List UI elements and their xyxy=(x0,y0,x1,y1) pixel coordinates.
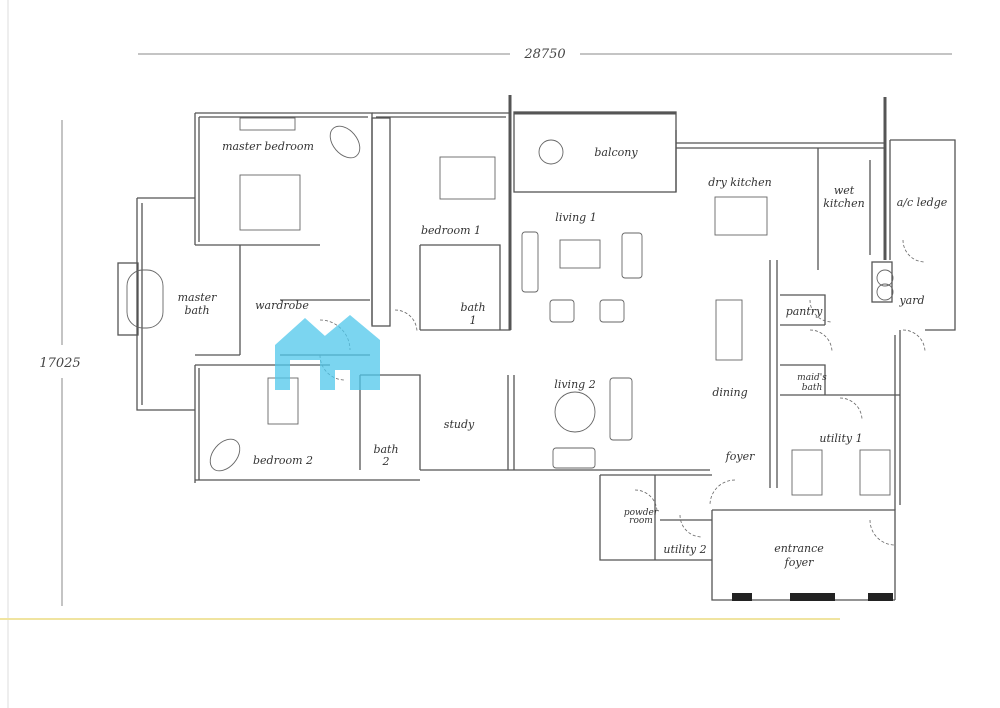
label-yard: yard xyxy=(898,294,924,307)
label-maids-bath-2: bath xyxy=(802,383,823,393)
balcony-table xyxy=(538,139,564,165)
label-powder-room-2: room xyxy=(629,516,653,526)
label-study: study xyxy=(444,418,475,431)
label-utility-1: utility 1 xyxy=(819,432,862,445)
label-pantry: pantry xyxy=(786,305,823,318)
kitchen-island xyxy=(714,196,768,236)
label-entrance-foyer: entrance xyxy=(774,542,824,555)
doors xyxy=(319,239,926,546)
label-foyer: foyer xyxy=(725,450,755,463)
bedroom-1-bed xyxy=(439,156,496,200)
label-wardrobe: wardrobe xyxy=(255,299,309,312)
furniture xyxy=(209,117,894,496)
label-maids-bath: maid's xyxy=(797,373,827,383)
living-2-round-table xyxy=(554,391,596,433)
label-bath-2-number: 2 xyxy=(382,455,390,468)
sofa xyxy=(521,231,539,293)
label-bath-1: bath xyxy=(460,301,485,314)
label-bath-1-number: 1 xyxy=(470,314,477,327)
master-bathtub-chair xyxy=(329,125,361,159)
label-living-1: living 1 xyxy=(555,211,596,224)
width-label: 28750 xyxy=(523,47,565,62)
label-master-bath-2: bath xyxy=(184,304,209,317)
label-ac-ledge: a/c ledge xyxy=(897,196,948,209)
label-powder-room: powder xyxy=(624,508,659,518)
label-wet-kitchen: wet xyxy=(834,184,855,197)
label-utility-2: utility 2 xyxy=(663,543,706,556)
label-bath-2: bath xyxy=(373,443,398,456)
label-bedroom-2: bedroom 2 xyxy=(253,454,313,467)
watermark-house-icon xyxy=(275,315,380,390)
label-balcony: balcony xyxy=(594,146,638,159)
label-bedroom-1: bedroom 1 xyxy=(421,224,481,237)
label-master-bedroom: master bedroom xyxy=(222,140,314,153)
label-wet-kitchen-2: kitchen xyxy=(823,197,864,210)
dining-table xyxy=(715,299,743,361)
room-labels: master bedroom master bath wardrobe bedr… xyxy=(178,140,948,569)
height-dimension: 17025 xyxy=(39,120,81,606)
master-bed xyxy=(239,174,301,231)
height-label: 17025 xyxy=(39,356,80,371)
label-living-2: living 2 xyxy=(554,378,595,391)
coffee-table xyxy=(559,239,601,269)
width-dimension: 28750 xyxy=(138,47,952,62)
label-master-bath: master xyxy=(178,291,218,304)
label-dry-kitchen: dry kitchen xyxy=(708,176,771,189)
walls xyxy=(117,95,956,601)
label-entrance-foyer-2: foyer xyxy=(784,556,814,569)
label-dining: dining xyxy=(712,386,747,399)
